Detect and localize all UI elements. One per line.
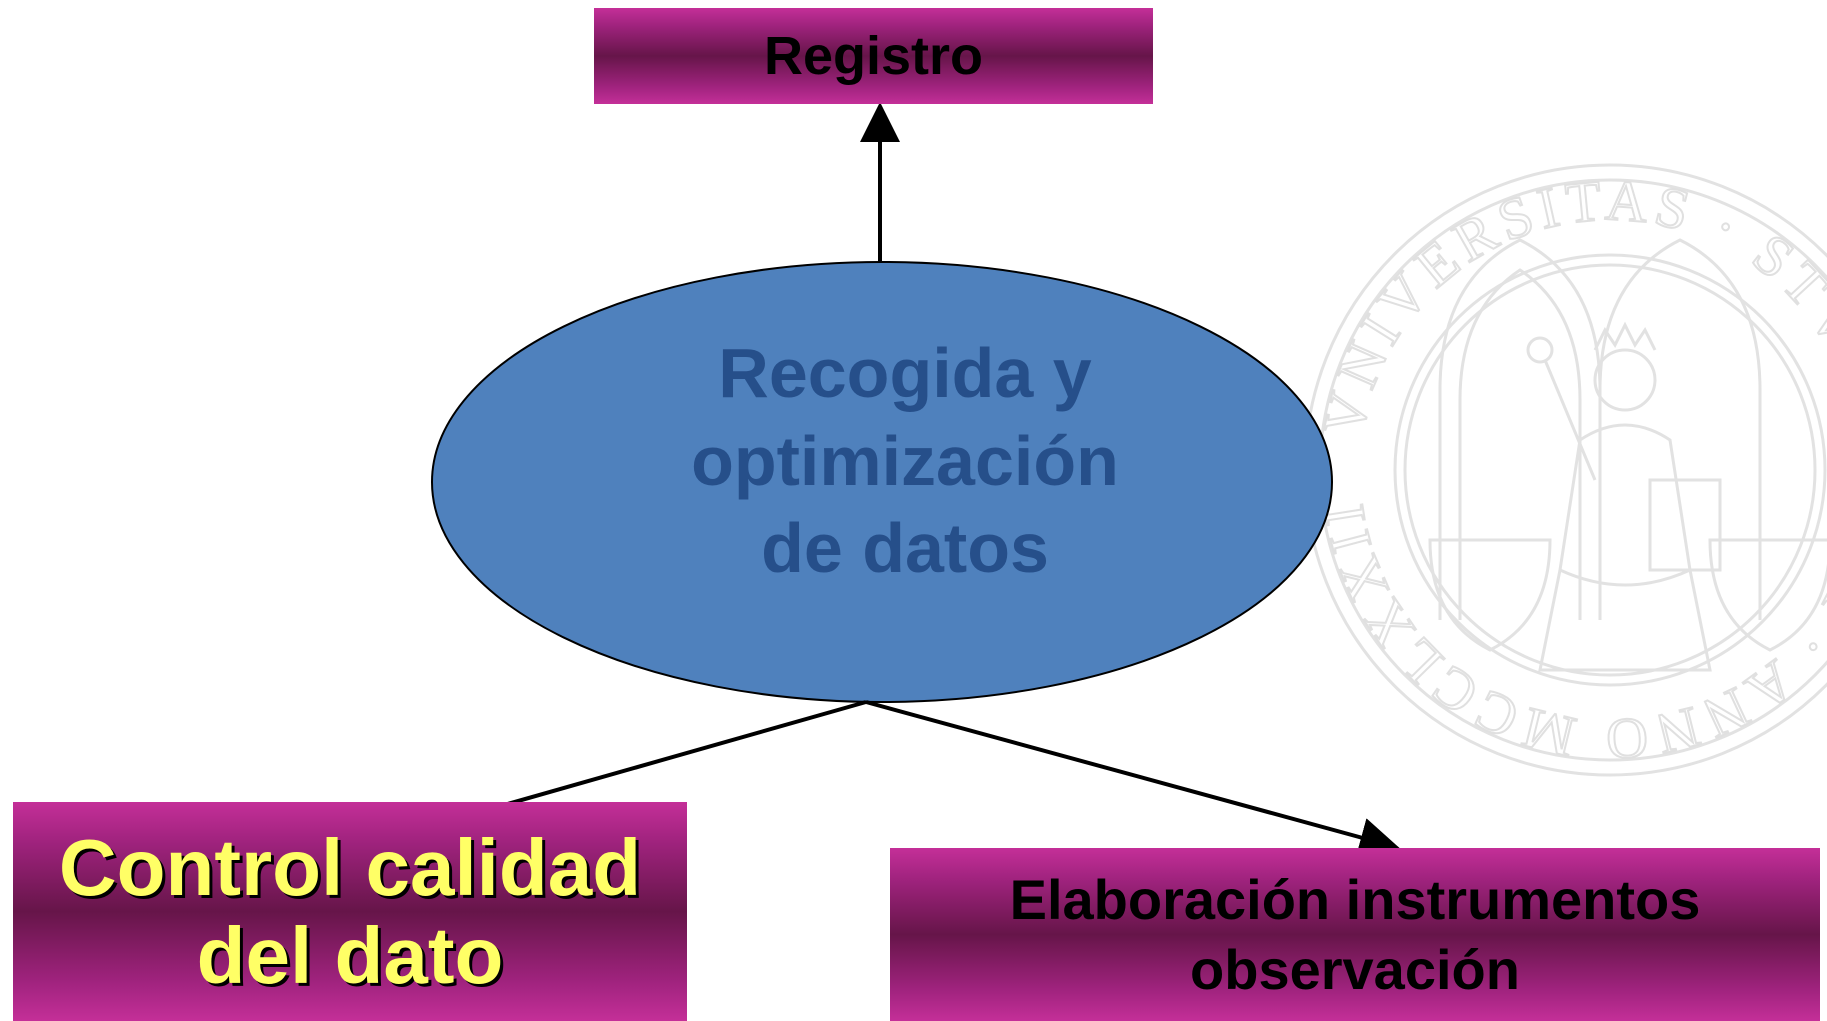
elaboracion-box: Elaboración instrumentos observación xyxy=(890,848,1820,1021)
elaboracion-line-2: observación xyxy=(1190,937,1520,1001)
control-calidad-line-2: del dato xyxy=(196,910,504,1000)
center-node-label: Recogida y optimización de datos xyxy=(600,330,1210,593)
center-node-line-3: de datos xyxy=(761,509,1049,587)
control-calidad-line-1: Control calidad xyxy=(58,822,642,912)
university-seal-watermark: VNIVERSITAS · STVDIORVM · ANNO MCCLXXII xyxy=(1303,163,1827,777)
registro-label: Registro xyxy=(763,26,984,86)
elaboracion-line-1: Elaboración instrumentos xyxy=(1009,867,1701,931)
arrow-to-elaboracion xyxy=(865,700,1400,857)
center-node-line-1: Recogida y xyxy=(718,334,1092,412)
registro-box: Registro xyxy=(594,8,1153,104)
control-calidad-box: Control calidad del dato xyxy=(13,802,687,1021)
center-node-line-2: optimización xyxy=(691,421,1119,500)
